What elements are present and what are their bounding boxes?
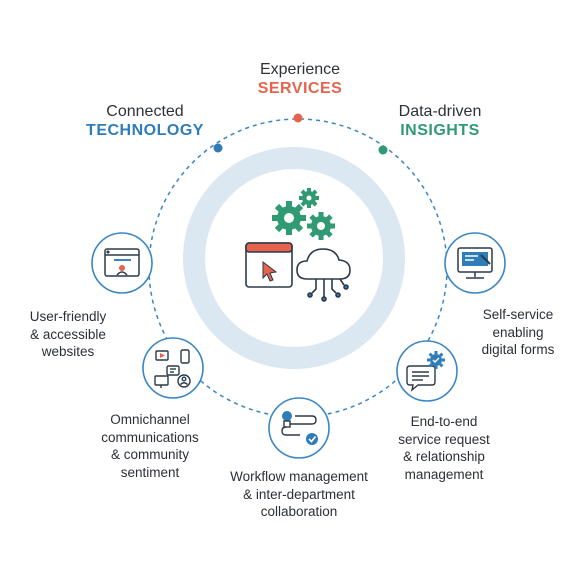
node-circle-omnichannel <box>142 337 204 399</box>
caption-line: User-friendly <box>29 309 107 324</box>
website-user-icon <box>104 248 140 277</box>
insights-label: INSIGHTS <box>400 122 480 139</box>
experience-services-header: Experience SERVICES <box>220 60 380 98</box>
workflow-icon <box>281 411 318 445</box>
caption-line: & relationship <box>403 449 485 464</box>
caption-line: digital forms <box>481 342 555 357</box>
workflow-caption: Workflow management & inter-department c… <box>204 468 394 521</box>
caption-line: Workflow management <box>230 469 368 484</box>
service-request-caption: End-to-end service request & relationshi… <box>382 413 506 483</box>
center-ring <box>183 147 405 369</box>
node-circle-workflow <box>268 397 330 459</box>
caption-line: & inter-department <box>243 486 355 502</box>
caption-line: websites <box>41 344 95 359</box>
websites-caption: User-friendly & accessible websites <box>14 308 122 361</box>
caption-line: management <box>404 466 484 482</box>
services-dot <box>293 113 303 123</box>
caption-line: collaboration <box>260 504 338 519</box>
connected-label: Connected <box>106 103 184 120</box>
caption-line: Self-service <box>482 307 554 322</box>
technology-dot <box>213 143 223 153</box>
caption-line: & community <box>110 447 190 462</box>
node-circle-service-request <box>396 340 458 402</box>
omnichannel-icon <box>154 349 191 388</box>
services-label: SERVICES <box>257 80 343 97</box>
cloud-network-icon <box>296 248 351 302</box>
connected-technology-header: Connected TECHNOLOGY <box>70 102 220 140</box>
caption-line: End-to-end <box>410 414 478 429</box>
caption-line: communications <box>101 429 199 445</box>
caption-line: enabling <box>492 324 544 340</box>
experience-label: Experience <box>259 61 341 78</box>
chat-gear-icon <box>406 351 445 392</box>
datadriven-insights-header: Data-driven INSIGHTS <box>375 102 505 140</box>
monitor-form-icon <box>457 247 493 279</box>
caption-line: & accessible <box>30 326 106 342</box>
browser-cursor-icon <box>245 242 293 288</box>
node-circle-websites <box>91 232 153 294</box>
digital-forms-caption: Self-service enabling digital forms <box>462 306 574 359</box>
omnichannel-caption: Omnichannel communications & community s… <box>82 411 218 481</box>
caption-line: Omnichannel <box>110 412 190 427</box>
technology-label: TECHNOLOGY <box>86 122 204 139</box>
caption-line: sentiment <box>120 464 180 480</box>
datadriven-label: Data-driven <box>398 103 482 120</box>
caption-line: service request <box>398 431 490 447</box>
gears-icon <box>272 188 335 240</box>
insights-dot <box>378 145 388 155</box>
node-circle-digital-forms <box>444 232 506 294</box>
